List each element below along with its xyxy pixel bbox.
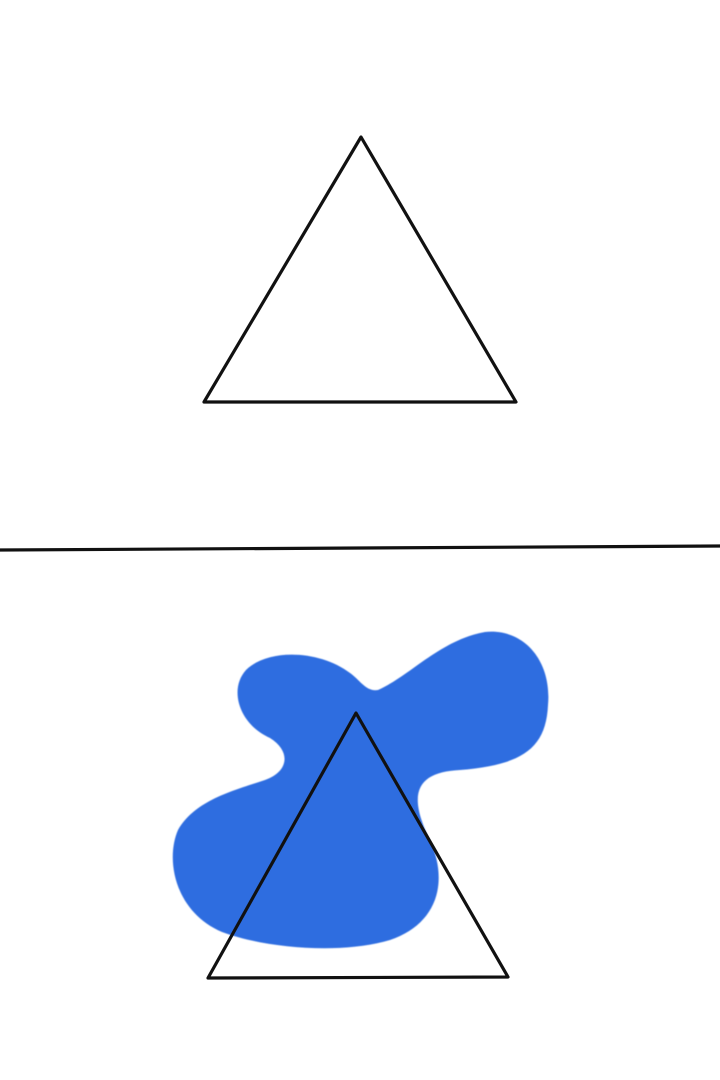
bottom-triangle <box>206 711 510 980</box>
top-triangle <box>202 135 518 404</box>
panel-divider <box>0 544 720 552</box>
blue-blob <box>172 631 549 949</box>
